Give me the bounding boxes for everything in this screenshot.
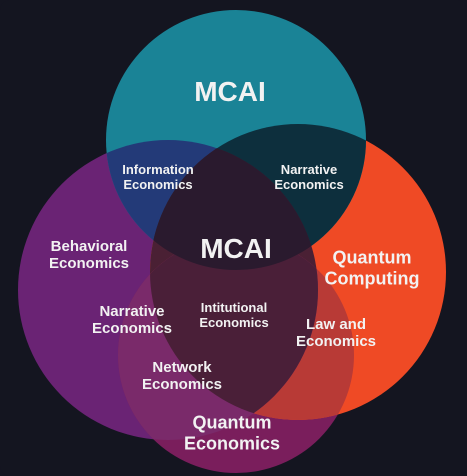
overlap-top-right-label: Narrative Economics xyxy=(274,162,344,192)
top-circle-label: MCAI xyxy=(194,75,266,107)
overlap-bottom-left-label: Network Economics xyxy=(141,358,223,393)
right-circle-label: Quantum Computing xyxy=(324,247,420,288)
left-circle-label: Behavioral Economics xyxy=(48,237,130,272)
overlap-core xyxy=(150,140,318,270)
overlap-right-inner-label: Law and Economics xyxy=(295,315,377,350)
overlap-center-lower-label: Intitutional Economics xyxy=(199,300,269,330)
bottom-circle-label: Quantum Economics xyxy=(183,412,281,453)
overlap-left-inner-label: Narrative Economics xyxy=(91,302,173,337)
center-label: MCAI xyxy=(200,232,272,264)
overlap-top-left-label: Information Economics xyxy=(122,162,194,192)
